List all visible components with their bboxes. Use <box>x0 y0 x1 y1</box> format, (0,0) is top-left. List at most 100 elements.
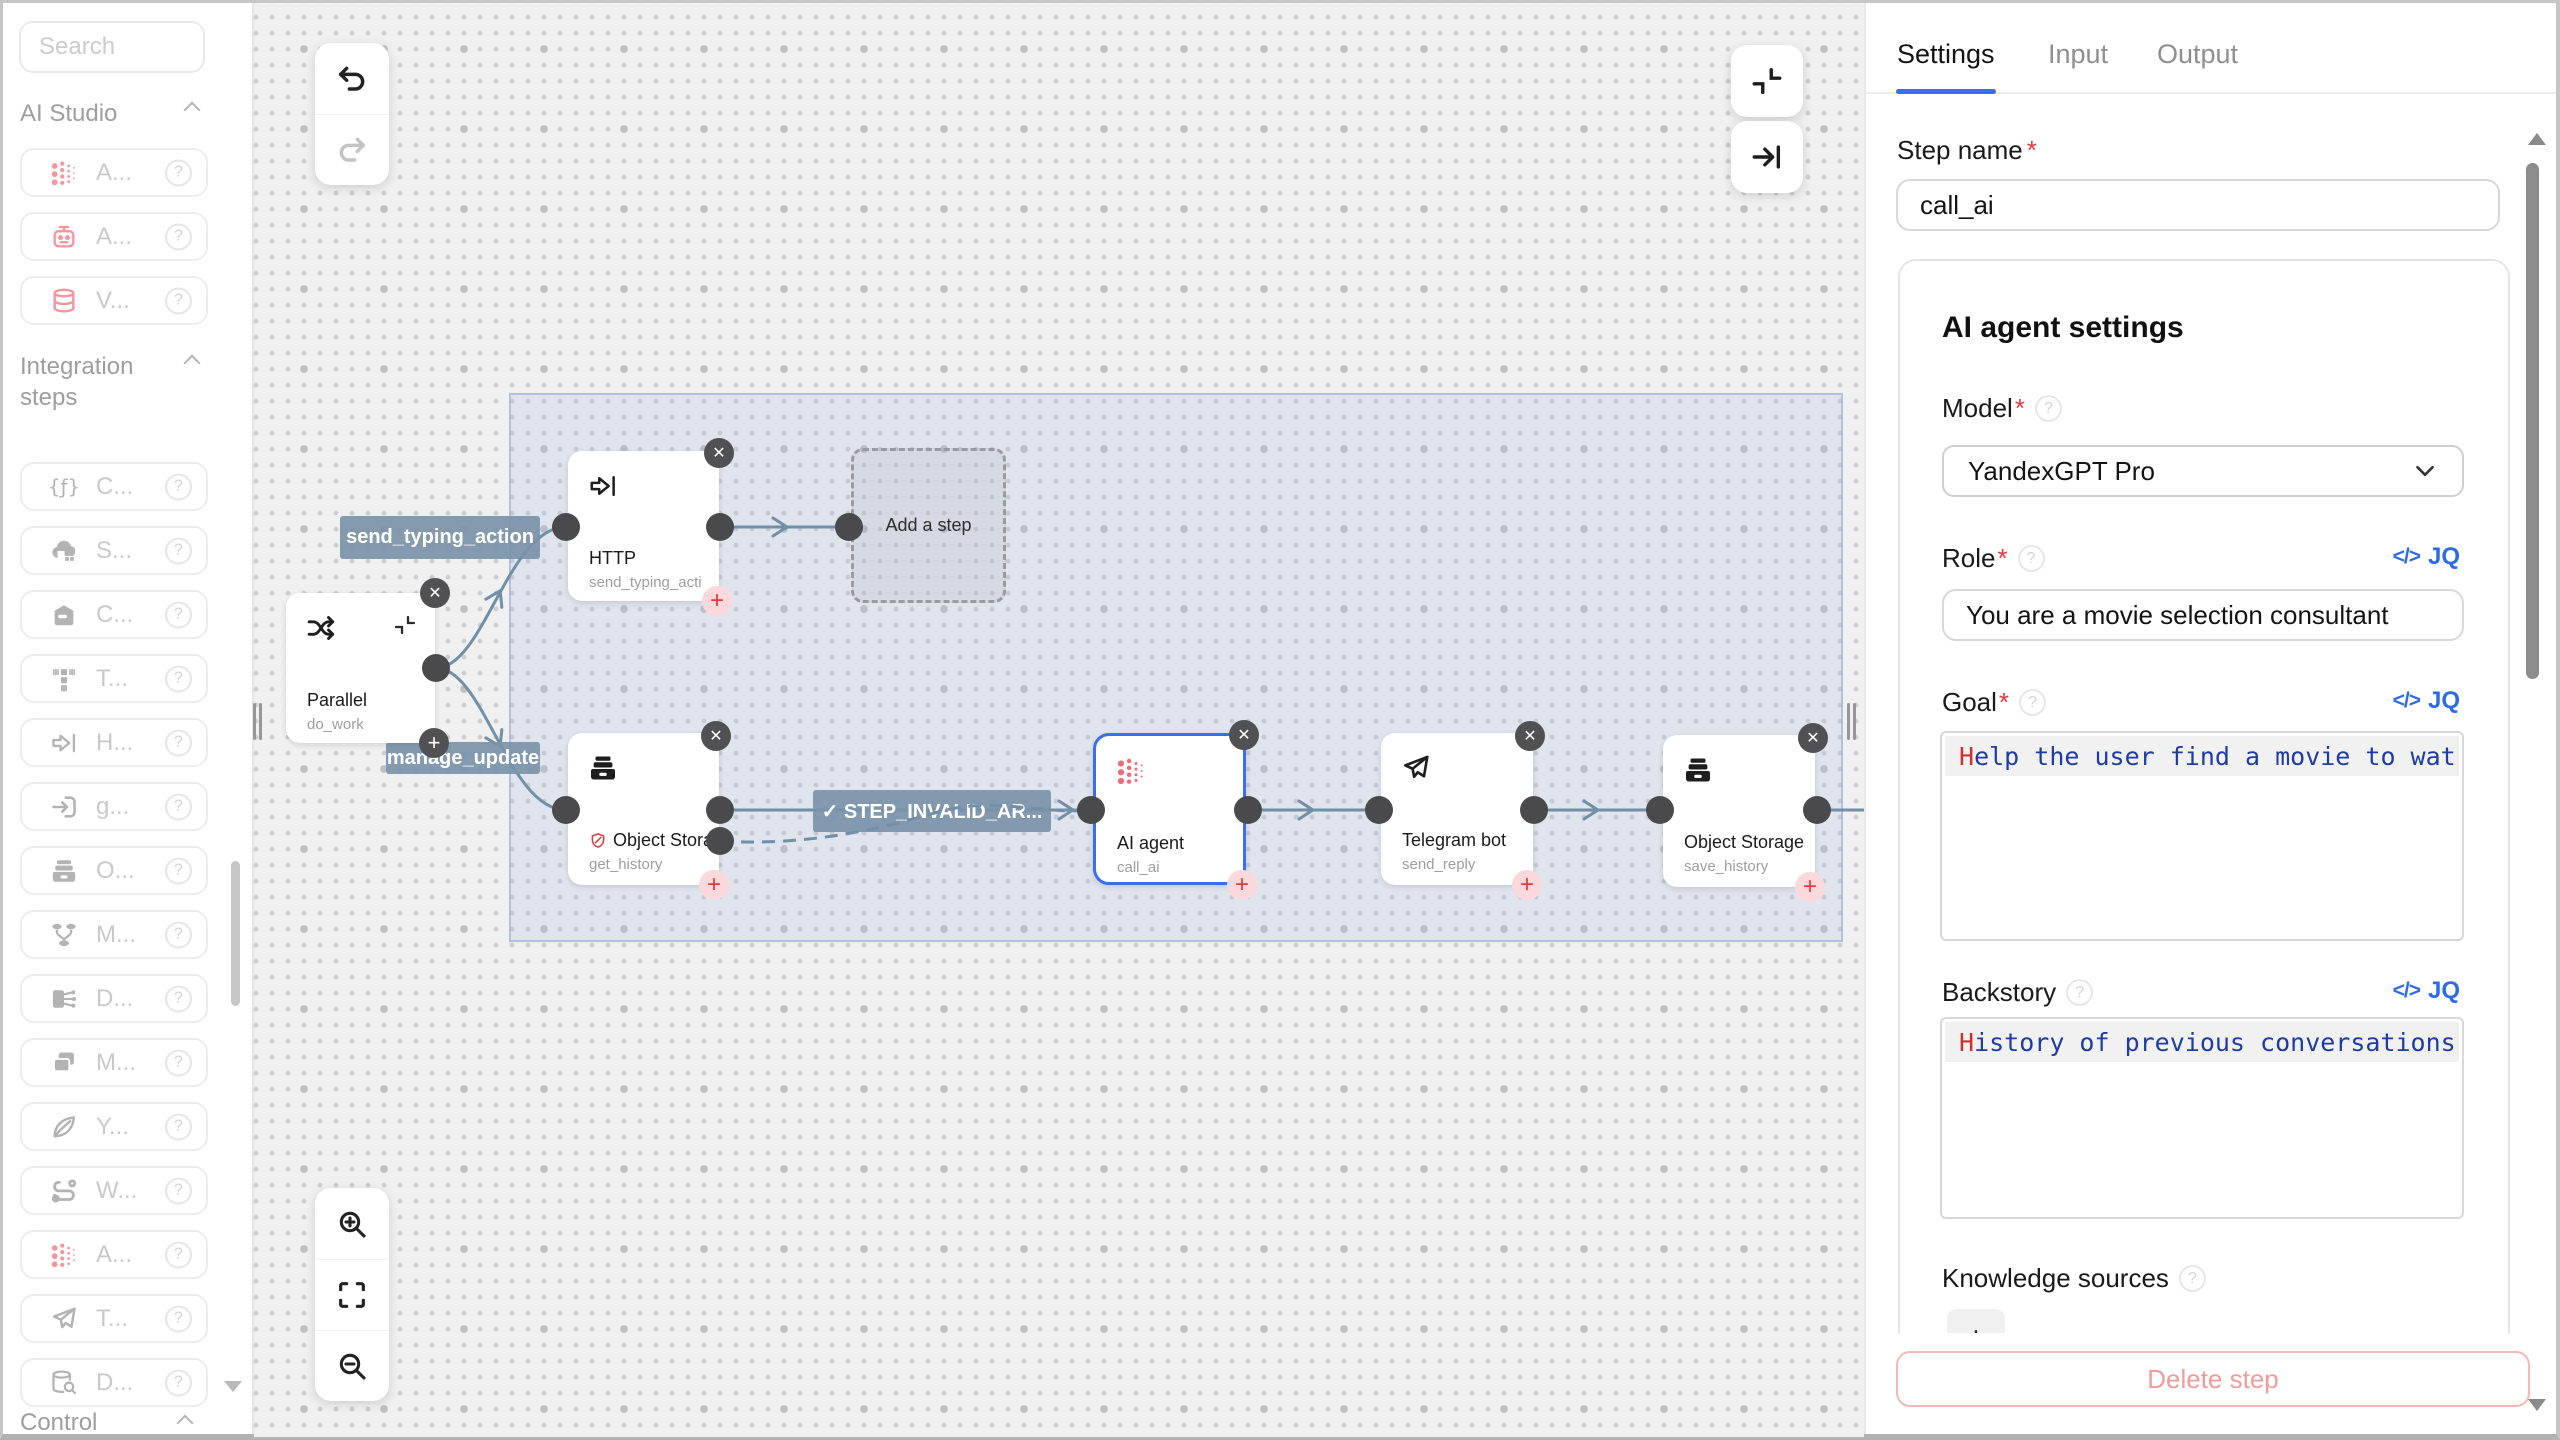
add-knowledge-source-button[interactable]: + <box>1947 1309 2005 1333</box>
knowledge-help-icon[interactable]: ? <box>2178 1265 2206 1292</box>
sidebar-item-grpc-call[interactable]: g...? <box>20 782 208 831</box>
help-icon[interactable]: ? <box>165 1369 192 1396</box>
connection-port[interactable] <box>552 796 580 824</box>
help-icon[interactable]: ? <box>165 537 192 564</box>
backstory-jq-toggle[interactable]: </> JQ <box>2392 977 2460 1004</box>
panel-scroll-up-icon[interactable] <box>2528 133 2546 145</box>
sidebar-item-tracker[interactable]: T...? <box>20 654 208 703</box>
edge-label-tag[interactable]: ✓ STEP_INVALID_AR... <box>813 790 1051 832</box>
help-icon[interactable]: ? <box>165 921 192 948</box>
sidebar-item-managed-database[interactable]: M...? <box>20 910 208 959</box>
add-step-placeholder[interactable]: Add a step <box>851 448 1006 603</box>
connection-port[interactable] <box>706 827 734 855</box>
help-icon[interactable]: ? <box>165 1049 192 1076</box>
undo-button[interactable] <box>315 43 389 114</box>
sidebar-item-ai-dots[interactable]: A...? <box>20 148 208 197</box>
zoom-in-button[interactable] <box>315 1188 389 1259</box>
sidebar-item-message-queue[interactable]: M...? <box>20 1038 208 1087</box>
close-node-icon[interactable]: ✕ <box>1229 720 1259 750</box>
sidebar-item-cloud-function[interactable]: {ƒ}C...? <box>20 462 208 511</box>
close-node-icon[interactable]: ✕ <box>1798 723 1828 753</box>
tab-input[interactable]: Input <box>2048 39 2109 69</box>
model-select[interactable]: YandexGPT Pro <box>1942 445 2464 497</box>
add-next-step-icon[interactable]: + <box>702 586 732 616</box>
role-help-icon[interactable]: ? <box>2017 545 2045 572</box>
panel-resize-handle[interactable] <box>1847 703 1850 740</box>
close-node-icon[interactable]: ✕ <box>701 721 731 751</box>
help-icon[interactable]: ? <box>165 857 192 884</box>
connection-port[interactable] <box>706 513 734 541</box>
sidebar-resize-handle[interactable] <box>253 703 256 740</box>
panel-scrollbar[interactable] <box>2526 163 2539 679</box>
goal-help-icon[interactable]: ? <box>2019 689 2047 716</box>
sidebar-item-serverless-cloud[interactable]: S...? <box>20 526 208 575</box>
sidebar-item-workflows[interactable]: W...? <box>20 1166 208 1215</box>
add-next-step-icon[interactable]: + <box>1795 872 1825 902</box>
sidebar-item-vector-database[interactable]: V...? <box>20 276 208 325</box>
panel-scroll-down-icon[interactable] <box>2528 1399 2546 1411</box>
help-icon[interactable]: ? <box>165 985 192 1012</box>
edge-label-tag[interactable]: send_typing_action <box>340 516 540 559</box>
help-icon[interactable]: ? <box>165 601 192 628</box>
sidebar-item-ydb[interactable]: Y...? <box>20 1102 208 1151</box>
collapse-corners-icon[interactable] <box>393 613 417 637</box>
edge-label-tag[interactable]: manage_update <box>386 742 540 774</box>
connection-port[interactable] <box>1077 796 1105 824</box>
sidebar-scrollbar[interactable] <box>231 861 240 1006</box>
sidebar-item-container[interactable]: C...? <box>20 590 208 639</box>
role-jq-toggle[interactable]: </> JQ <box>2392 543 2460 570</box>
close-node-icon[interactable]: ✕ <box>704 438 734 468</box>
backstory-help-icon[interactable]: ? <box>2066 979 2094 1006</box>
close-node-icon[interactable]: ✕ <box>1515 721 1545 751</box>
sidebar-item-database-search[interactable]: D...? <box>20 1358 208 1407</box>
sidebar-item-http-request[interactable]: H...? <box>20 718 208 767</box>
help-icon[interactable]: ? <box>165 1113 192 1140</box>
delete-step-button[interactable]: Delete step <box>1896 1351 2530 1407</box>
role-input[interactable]: You are a movie selection consultant <box>1942 589 2464 641</box>
connection-port[interactable] <box>1234 796 1262 824</box>
section-chevron-up-icon[interactable] <box>183 354 201 372</box>
panel-resize-handle[interactable] <box>1853 703 1856 740</box>
zoom-out-button[interactable] <box>315 1330 389 1401</box>
close-node-icon[interactable]: ✕ <box>420 578 450 608</box>
section-chevron-up-icon[interactable] <box>183 101 201 119</box>
redo-button[interactable] <box>315 114 389 185</box>
sidebar-item-telegram[interactable]: T...? <box>20 1294 208 1343</box>
help-icon[interactable]: ? <box>165 1177 192 1204</box>
sidebar-item-ai-dots[interactable]: A...? <box>20 1230 208 1279</box>
help-icon[interactable]: ? <box>165 1241 192 1268</box>
connection-port[interactable] <box>1803 796 1831 824</box>
connection-port[interactable] <box>1520 796 1548 824</box>
model-help-icon[interactable]: ? <box>2034 395 2062 422</box>
connection-port[interactable] <box>552 513 580 541</box>
sidebar-item-object-storage[interactable]: O...? <box>20 846 208 895</box>
goal-jq-toggle[interactable]: </> JQ <box>2392 687 2460 714</box>
tab-output[interactable]: Output <box>2157 39 2239 69</box>
connection-port[interactable] <box>1365 796 1393 824</box>
help-icon[interactable]: ? <box>165 729 192 756</box>
tab-settings[interactable]: Settings <box>1897 39 1995 69</box>
connection-port[interactable] <box>706 796 734 824</box>
sidebar-item-assistant-robot[interactable]: A...? <box>20 212 208 261</box>
help-icon[interactable]: ? <box>165 287 192 314</box>
jump-to-step-button[interactable] <box>1731 121 1803 193</box>
help-icon[interactable]: ? <box>165 1305 192 1332</box>
help-icon[interactable]: ? <box>165 223 192 250</box>
sidebar-item-data-streams[interactable]: D...? <box>20 974 208 1023</box>
step-name-input[interactable]: call_ai <box>1896 179 2500 231</box>
workflow-canvas[interactable]: send_typing_action manage_update ✓ STEP_IN… <box>254 3 1864 1437</box>
connection-port[interactable] <box>422 654 450 682</box>
connection-port[interactable] <box>835 513 863 541</box>
connection-port[interactable] <box>1646 796 1674 824</box>
help-icon[interactable]: ? <box>165 159 192 186</box>
collapse-panel-button[interactable] <box>1731 45 1803 117</box>
help-icon[interactable]: ? <box>165 665 192 692</box>
add-next-step-icon[interactable]: + <box>699 870 729 900</box>
